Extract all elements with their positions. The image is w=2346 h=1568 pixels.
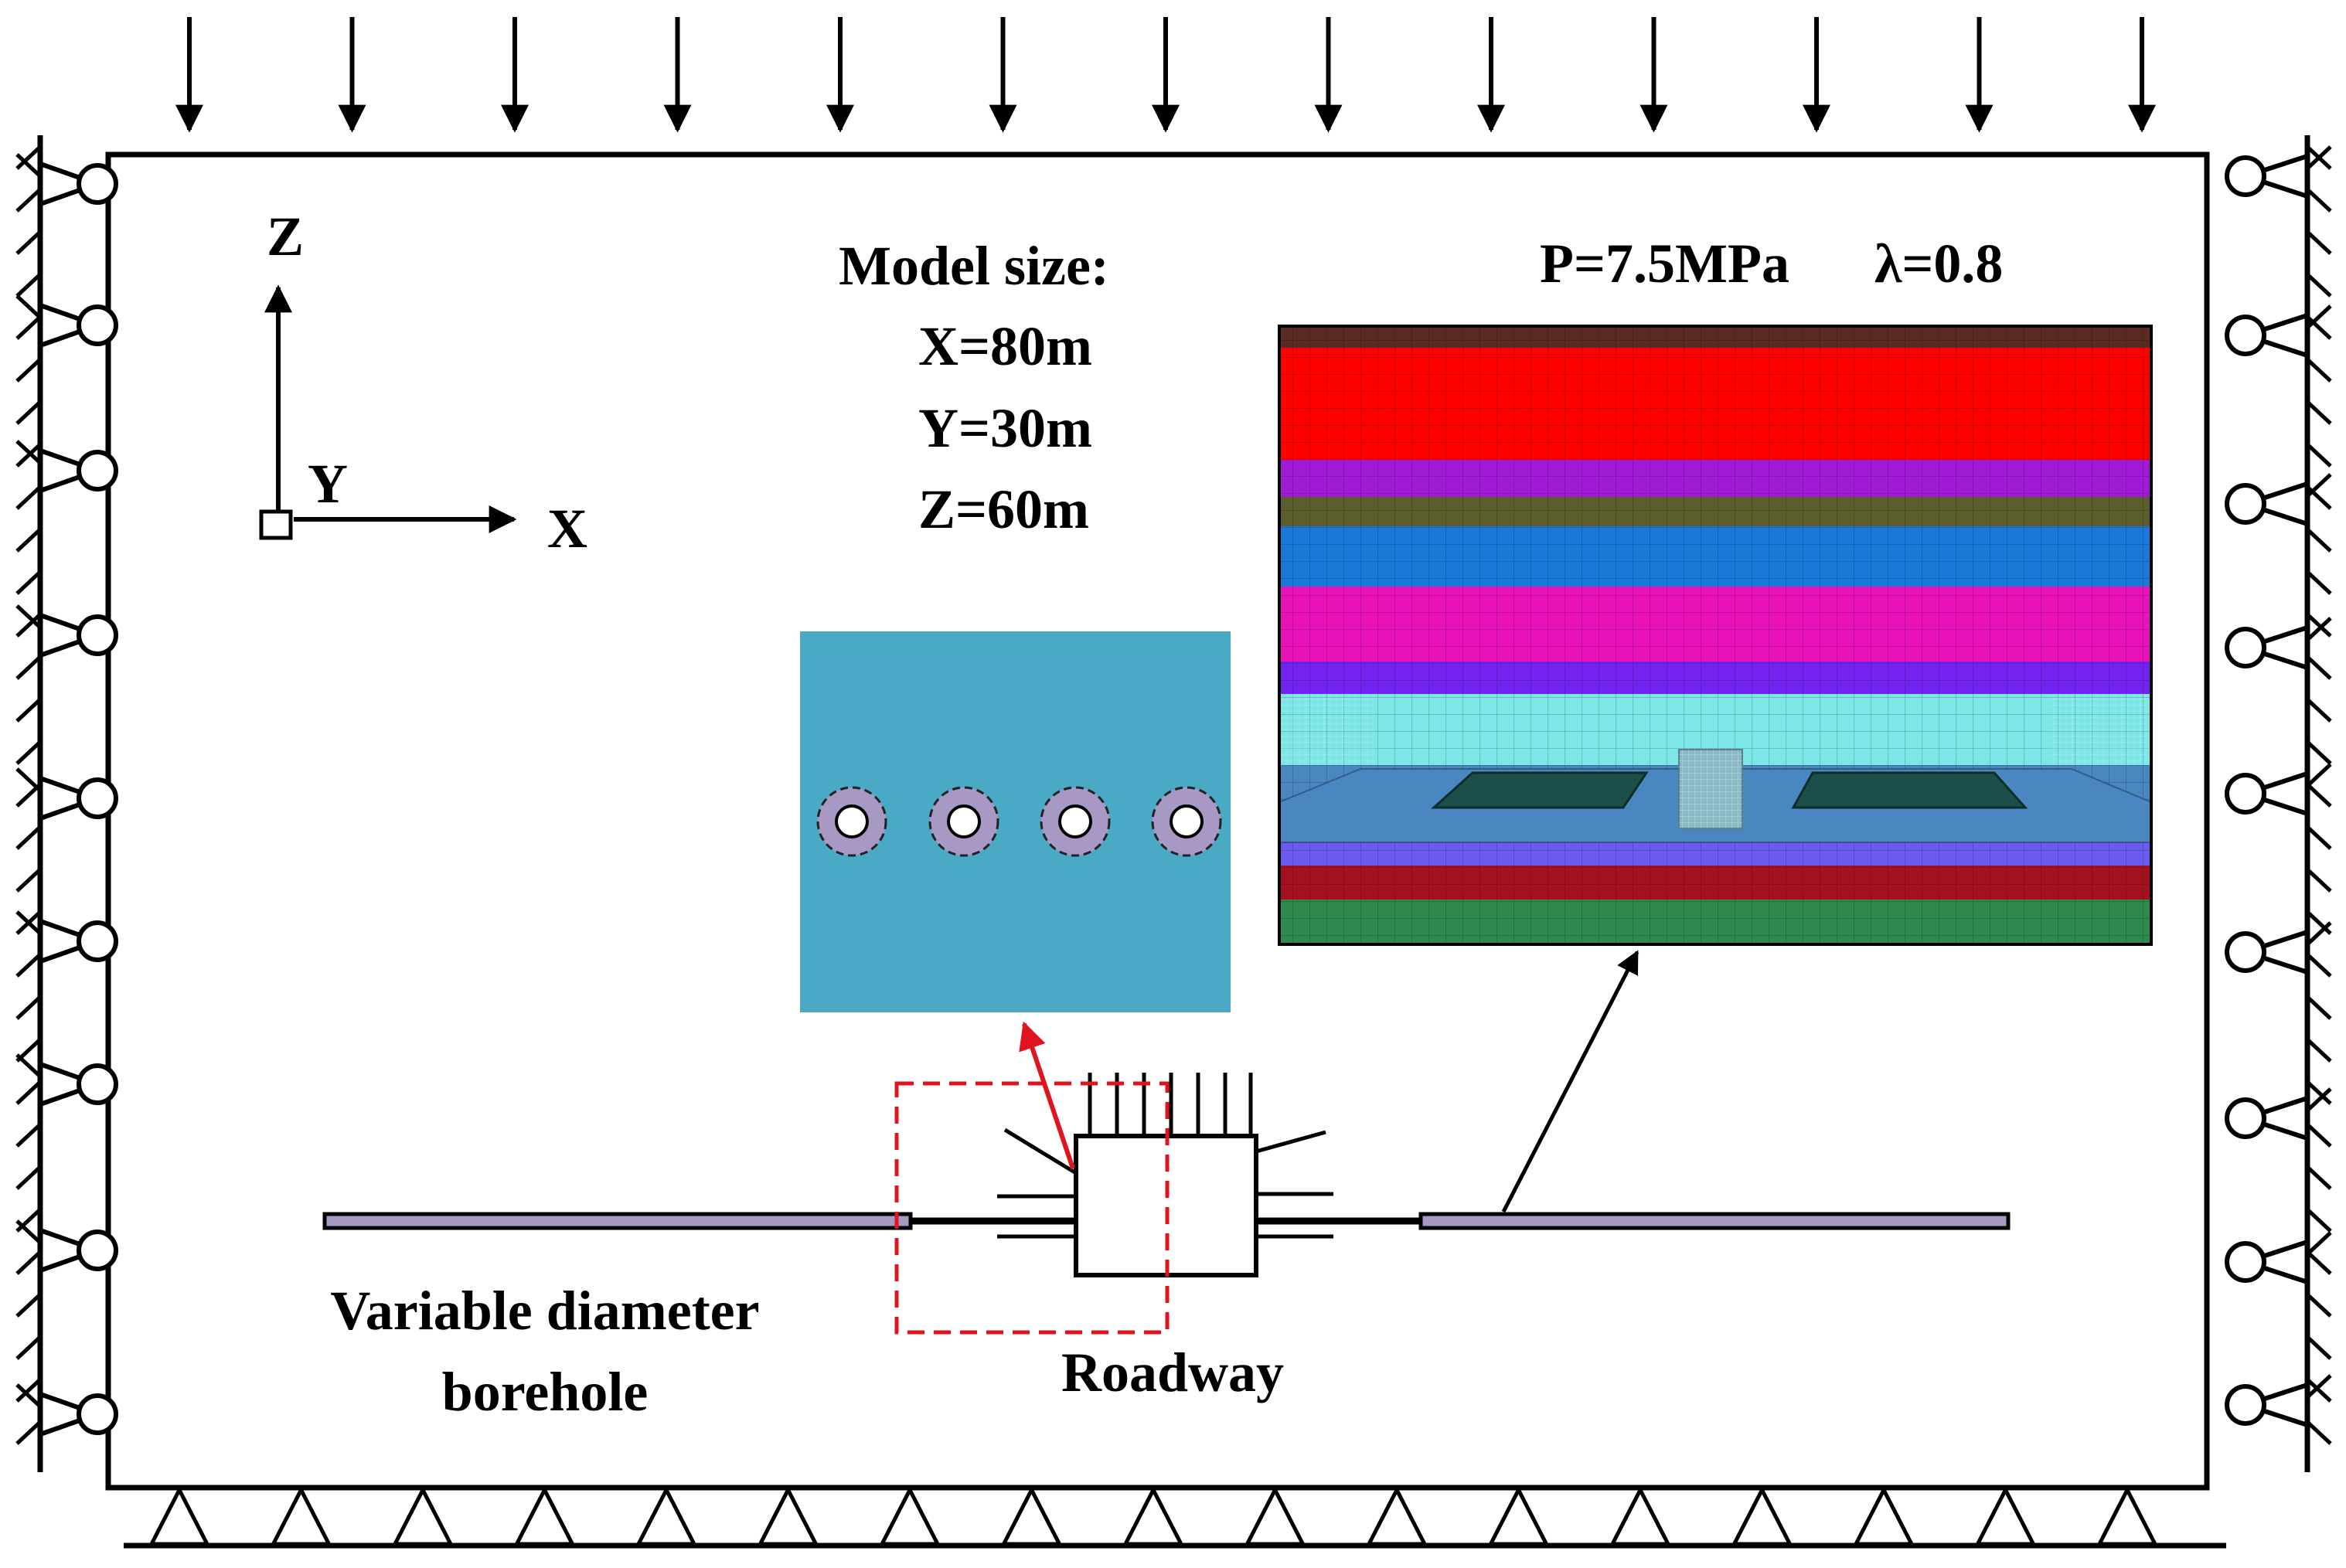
mesh-pointer-arrow [1501,950,1639,1213]
pinned-support [270,1485,332,1546]
pinned-support [1487,1485,1550,1546]
right-roller-supports [2225,135,2332,1472]
model-size-heading: Model size: [839,235,1109,297]
mesh-border [1278,325,2153,946]
borehole-ring [1040,786,1111,857]
model-size-z: Z=60m [918,478,1089,540]
roller-support [15,1219,118,1273]
pinned-support [878,1485,941,1546]
pinned-support [513,1485,576,1546]
y-axis-marker [259,509,293,540]
detail-pointer-arrow [1019,1021,1075,1169]
pinned-support [1609,1485,1672,1546]
pinned-support [1731,1485,1793,1546]
roller-support [15,294,118,348]
goaf-left [1431,771,1649,809]
x-axis-label: X [547,498,587,560]
y-axis-label: Y [308,453,348,515]
top-load-arrows [175,17,2156,133]
roller-support [2225,921,2332,974]
borehole-ring [1151,786,1222,857]
borehole-detail [800,631,1231,1012]
pinned-support [1974,1485,2037,1546]
coordinate-axes: Z Y X [259,206,587,560]
roller-support [2225,763,2332,816]
left-borehole-bar [322,1212,913,1230]
z-axis-label: Z [267,206,304,267]
pinned-support [1244,1485,1306,1546]
right-borehole-bar [1418,1212,2011,1230]
model-size-x: X=80m [918,315,1092,377]
pinned-support [635,1485,698,1546]
left-roller-supports [15,135,118,1472]
roller-support [15,604,118,658]
pinned-support [2096,1485,2159,1546]
pinned-support [1000,1485,1063,1546]
roadway-label: Roadway [1061,1342,1284,1403]
pinned-support [1365,1485,1428,1546]
pinned-support [757,1485,819,1546]
roller-support [15,910,118,964]
roller-support [15,767,118,821]
roller-support [15,153,118,206]
pinned-support [148,1485,211,1546]
model-size-block: Model size: X=80m Y=30m Z=60m [839,235,1109,540]
roller-support [15,440,118,493]
borehole-label-line2: borehole [442,1361,649,1423]
roller-support [2225,304,2332,358]
roller-support [2225,473,2332,526]
borehole-ring [816,786,887,857]
roller-support [2225,145,2332,199]
detail-highlight-box [894,1081,1170,1335]
model-size-y: Y=30m [918,397,1092,459]
model-boundary [105,151,2210,1491]
pinned-support [1852,1485,1915,1546]
bottom-supports [124,1485,2226,1549]
goaf-right [1791,771,2028,809]
roller-support [15,1383,118,1437]
pinned-support [391,1485,455,1546]
pressure-label: P=7.5MPa [1540,233,1789,294]
borehole-label-line1: Variable diameter [330,1280,759,1342]
roller-support [15,1053,118,1107]
roadway-sketch [322,950,2011,1335]
pinned-support [1122,1485,1185,1546]
lambda-label: λ=0.8 [1874,233,2003,294]
roller-support [2225,617,2332,670]
mesh-model [1278,325,2153,946]
borehole-ring [928,786,999,857]
roller-support [2225,1087,2332,1141]
roller-support [2225,1374,2332,1427]
roller-support [2225,1231,2332,1284]
